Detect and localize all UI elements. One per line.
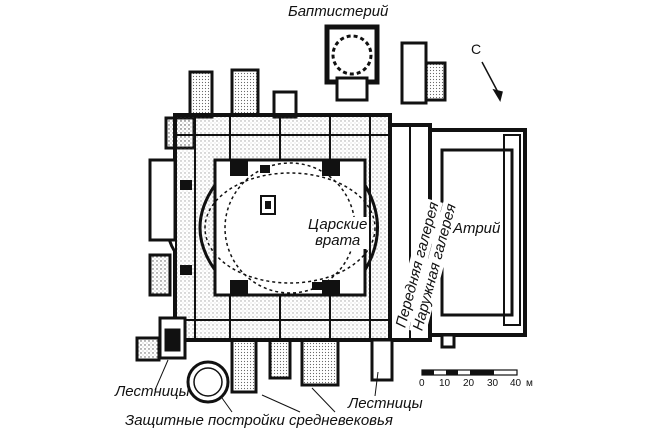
royal-gates-line1: Царские xyxy=(308,216,368,233)
leader-lines xyxy=(154,359,379,413)
southern-structures xyxy=(135,316,456,404)
defensive-structures-label: Защитные постройки средневековья xyxy=(125,412,393,429)
stairs-left-label: Лестницы xyxy=(115,383,190,400)
scale-tick-20: 20 xyxy=(463,378,475,389)
baptistery-label: Баптистерий xyxy=(288,3,389,20)
royal-gates-line2: врата xyxy=(315,232,361,249)
baptistery-structure xyxy=(324,24,380,102)
scale-tick-40: 40 xyxy=(510,378,522,389)
north-arrow-icon xyxy=(481,61,503,102)
scale-unit: м xyxy=(526,378,533,389)
scale-tick-10: 10 xyxy=(439,378,451,389)
western-annex xyxy=(148,158,177,297)
north-label: С xyxy=(471,41,482,57)
atrium-label: Атрий xyxy=(451,220,503,237)
stairs-right-label: Лестницы xyxy=(348,395,423,412)
scale-tick-0: 0 xyxy=(419,378,425,389)
northern-annexes xyxy=(164,41,447,150)
scale-tick-30: 30 xyxy=(487,378,499,389)
royal-gates-label: Царские врата xyxy=(306,216,370,249)
scale-bar xyxy=(421,369,518,376)
